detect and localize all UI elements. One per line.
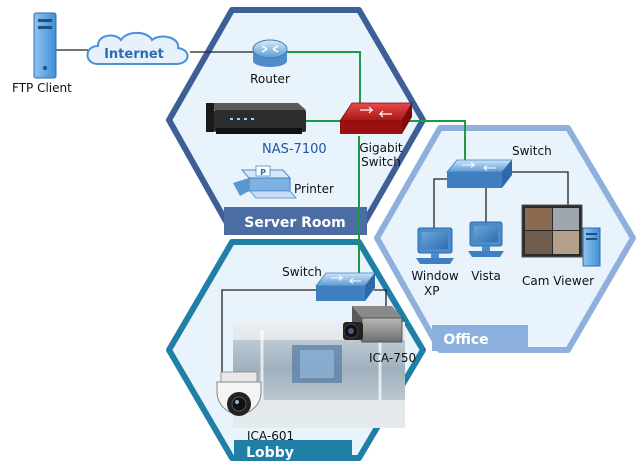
lobby-title: Lobby	[246, 445, 294, 461]
printer-label: Printer	[294, 182, 334, 196]
nas-label: NAS-7100	[262, 142, 327, 157]
lobby-switch-label: Switch	[282, 265, 322, 279]
gigabit-switch-label-line1: Gigabit	[359, 141, 403, 155]
server-room-tab	[224, 207, 367, 235]
server-room-title: Server Room	[244, 215, 346, 231]
internet-label: Internet	[104, 47, 164, 62]
svg-text:P: P	[260, 168, 266, 177]
link-gigabit-office	[402, 120, 466, 160]
windows-xp-pc-icon[interactable]	[416, 227, 454, 264]
vista-label: Vista	[471, 269, 501, 283]
link-office-camviewer	[502, 171, 569, 205]
ftp-client-icon[interactable]	[33, 12, 57, 79]
printer-icon[interactable]: P	[233, 165, 297, 199]
gigabit-switch-label-line2: Switch	[361, 155, 401, 169]
office-title: Office	[443, 332, 488, 348]
zone-office: Office	[374, 125, 636, 353]
office-switch-label: Switch	[512, 144, 552, 158]
link-lobby-ica601	[221, 289, 316, 372]
link-router-gigabit	[287, 51, 361, 105]
ica-601-camera-icon[interactable]	[216, 371, 262, 416]
cam-viewer-icon[interactable]	[521, 204, 601, 267]
gigabit-switch-icon[interactable]	[339, 102, 413, 134]
cam-viewer-label: Cam Viewer	[522, 274, 594, 288]
ica-601-label: ICA-601	[247, 429, 294, 443]
internet-cloud-icon[interactable]	[86, 31, 189, 65]
ica-750-label: ICA-750	[369, 351, 416, 365]
links	[56, 49, 569, 372]
lobby-switch-icon[interactable]	[315, 272, 376, 301]
router-icon[interactable]	[252, 39, 288, 67]
link-office-winxp	[433, 178, 447, 228]
office-switch-icon[interactable]	[446, 159, 513, 188]
office-tab	[432, 325, 528, 351]
vista-pc-icon[interactable]	[468, 221, 504, 257]
window-xp-label-line1: Window	[411, 269, 459, 283]
link-lobby-ica750	[374, 289, 387, 307]
lobby-tab	[234, 440, 352, 461]
nas-7100-icon[interactable]	[206, 103, 306, 134]
router-label: Router	[250, 72, 290, 86]
ftp-client-label: FTP Client	[12, 81, 72, 95]
ica-750-camera-icon[interactable]	[343, 306, 403, 343]
window-xp-label-line2: XP	[424, 284, 439, 298]
